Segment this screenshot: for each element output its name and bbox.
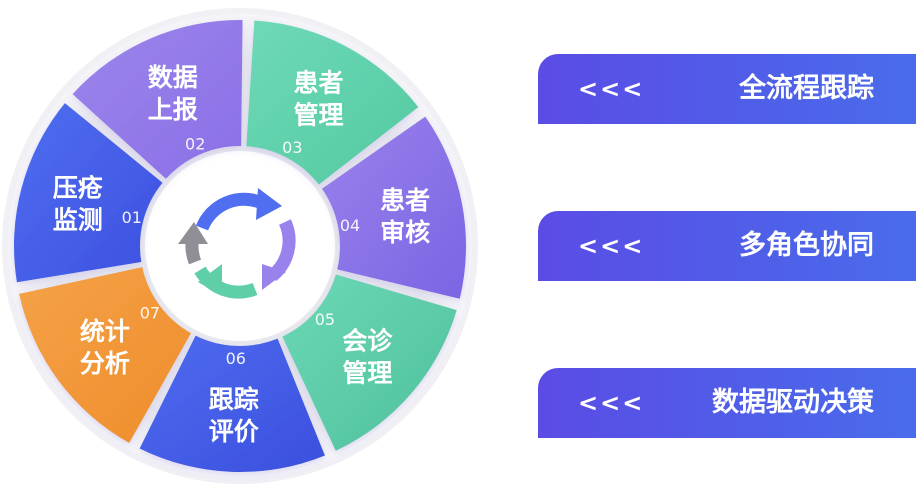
- segment-number: 04: [340, 216, 360, 235]
- cycle-segment-01: [14, 103, 163, 283]
- cycle-segment-06: [139, 335, 325, 472]
- cycle-segment-05: [282, 274, 457, 451]
- segment-label-line1: 患者: [380, 186, 430, 215]
- banner-arrows: <<<: [578, 75, 645, 103]
- cycle-segment-07: [19, 267, 191, 443]
- cycle-segment-03: [246, 20, 419, 185]
- segment-label-line1: 统计: [80, 317, 130, 346]
- segment-number: 01: [122, 208, 142, 227]
- segment-label-line1: 数据: [148, 63, 198, 92]
- segment-label-line1: 会诊: [342, 327, 393, 356]
- segment-label-line1: 压疮: [53, 174, 103, 203]
- segment-label-line2: 上报: [148, 95, 198, 124]
- cycle-arrows-icon: [178, 188, 296, 299]
- segment-number: 06: [226, 349, 246, 368]
- segment-label-line1: 患者: [293, 68, 343, 97]
- segment-number: 02: [185, 134, 205, 153]
- banner-text: 全流程跟踪: [739, 73, 874, 104]
- banner-arrows: <<<: [578, 232, 645, 260]
- segment-number: 03: [282, 138, 302, 157]
- segment-number: 07: [140, 304, 160, 323]
- banner-arrows: <<<: [578, 389, 645, 417]
- cycle-segment-04: [321, 116, 466, 299]
- segment-label-line1: 跟踪: [209, 385, 259, 414]
- banner-text: 多角色协同: [739, 230, 874, 261]
- segment-label-line2: 管理: [342, 359, 392, 388]
- segment-label-line2: 监测: [53, 206, 103, 235]
- segment-label-line2: 评价: [209, 417, 260, 446]
- segment-label-line2: 分析: [80, 349, 130, 378]
- banner-full-process-tracking: <<< 全流程跟踪: [538, 54, 916, 124]
- segment-label-line2: 审核: [380, 218, 430, 247]
- cycle-segment-02: [72, 20, 243, 179]
- banner-data-driven-decision: <<< 数据驱动决策: [538, 368, 916, 438]
- segment-number: 05: [315, 310, 335, 329]
- banner-text: 数据驱动决策: [712, 387, 874, 418]
- banner-multi-role-collaboration: <<< 多角色协同: [538, 211, 916, 281]
- segment-label-line2: 管理: [293, 100, 343, 129]
